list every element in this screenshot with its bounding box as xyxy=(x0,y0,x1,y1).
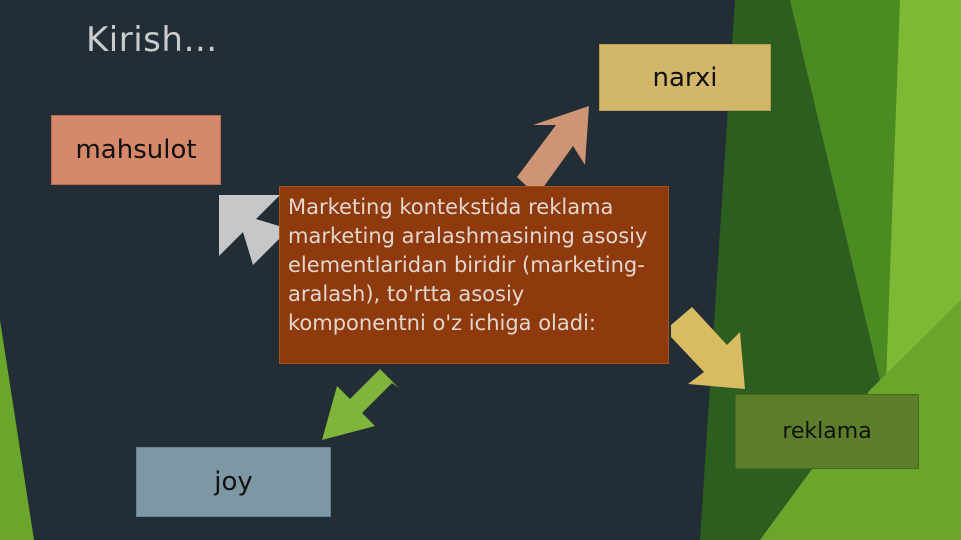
center-text-box: Marketing kontekstida reklama marketing … xyxy=(279,186,669,364)
arrow-to-reklama xyxy=(671,307,745,389)
node-mahsulot: mahsulot xyxy=(51,115,221,185)
node-joy: joy xyxy=(136,447,331,517)
node-reklama-label: reklama xyxy=(782,419,872,444)
arrow-to-narxi xyxy=(517,106,589,196)
node-narxi-label: narxi xyxy=(652,62,718,93)
node-reklama: reklama xyxy=(735,394,919,469)
right-bright-facet xyxy=(885,0,961,410)
slide-title: Kirish… xyxy=(86,20,218,60)
center-text: Marketing kontekstida reklama marketing … xyxy=(288,195,648,335)
arrow-to-mahsulot xyxy=(219,195,289,265)
left-green-sliver xyxy=(0,320,34,540)
node-joy-label: joy xyxy=(214,467,253,497)
node-narxi: narxi xyxy=(599,44,771,111)
arrow-to-joy xyxy=(322,369,399,440)
node-mahsulot-label: mahsulot xyxy=(75,135,197,165)
